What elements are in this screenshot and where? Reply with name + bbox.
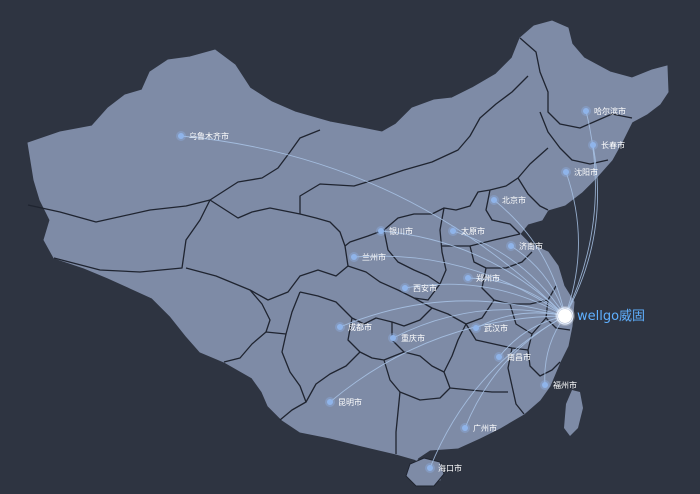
hub-ring <box>556 307 574 325</box>
city-dot <box>583 108 589 114</box>
hub-label: wellgo威固 <box>577 309 645 324</box>
city-dot <box>427 465 433 471</box>
city-dot <box>337 324 343 330</box>
route-chongqing <box>392 309 566 339</box>
city-haikou[interactable]: 海口市 <box>425 463 462 473</box>
city-taiyuan[interactable]: 太原市 <box>448 226 485 236</box>
city-dot <box>542 382 548 388</box>
city-label: 沈阳市 <box>574 167 598 177</box>
city-label: 重庆市 <box>401 333 425 343</box>
route-urumqi <box>180 135 566 317</box>
city-dot <box>378 228 384 234</box>
city-jinan[interactable]: 济南市 <box>506 241 543 251</box>
city-label: 银川市 <box>389 226 413 236</box>
city-dot <box>327 399 333 405</box>
city-shenyang[interactable]: 沈阳市 <box>561 167 598 177</box>
hainan-island <box>405 457 445 487</box>
city-label: 海口市 <box>438 463 462 473</box>
city-harbin[interactable]: 哈尔滨市 <box>581 106 626 116</box>
city-nanchang[interactable]: 南昌市 <box>494 352 531 362</box>
city-dot <box>590 142 596 148</box>
hub-marker[interactable]: wellgo威固 <box>555 306 645 326</box>
city-dot <box>462 425 468 431</box>
city-label: 武汉市 <box>484 323 508 333</box>
city-wuhan[interactable]: 武汉市 <box>471 323 508 333</box>
route-jinan <box>510 245 566 317</box>
city-label: 西安市 <box>413 283 437 293</box>
city-label: 成都市 <box>348 322 372 332</box>
city-label: 太原市 <box>461 226 485 236</box>
route-lines <box>180 110 599 469</box>
city-dot <box>351 254 357 260</box>
taiwan-island <box>564 390 583 436</box>
route-shenyang <box>564 171 579 317</box>
route-changchun <box>564 144 599 317</box>
city-changchun[interactable]: 长春市 <box>588 140 625 150</box>
city-chengdu[interactable]: 成都市 <box>335 322 372 332</box>
city-dot <box>178 133 184 139</box>
city-kunming[interactable]: 昆明市 <box>325 397 362 407</box>
city-urumqi[interactable]: 乌鲁木齐市 <box>176 131 229 141</box>
city-beijing[interactable]: 北京市 <box>489 195 526 205</box>
city-label: 哈尔滨市 <box>594 106 626 116</box>
city-label: 昆明市 <box>338 397 362 407</box>
city-label: 乌鲁木齐市 <box>189 131 229 141</box>
route-xian <box>404 283 566 317</box>
route-taiyuan <box>452 230 566 317</box>
route-zhengzhou <box>467 277 566 317</box>
city-dot <box>491 197 497 203</box>
city-label: 郑州市 <box>476 273 500 283</box>
city-label: 福州市 <box>553 380 577 390</box>
city-dot <box>402 285 408 291</box>
city-dot <box>496 354 502 360</box>
city-dot <box>508 243 514 249</box>
route-beijing <box>493 199 566 317</box>
city-label: 济南市 <box>519 241 543 251</box>
route-lanzhou <box>353 255 566 317</box>
city-label: 广州市 <box>473 423 497 433</box>
route-yinchuan <box>380 230 566 317</box>
city-dot <box>563 169 569 175</box>
city-guangzhou[interactable]: 广州市 <box>460 423 497 433</box>
city-dot <box>465 275 471 281</box>
city-zhengzhou[interactable]: 郑州市 <box>463 273 500 283</box>
city-yinchuan[interactable]: 银川市 <box>376 226 413 236</box>
route-haikou <box>429 315 566 469</box>
city-xian[interactable]: 西安市 <box>400 283 437 293</box>
city-label: 北京市 <box>502 195 526 205</box>
city-chongqing[interactable]: 重庆市 <box>388 333 425 343</box>
route-chengdu <box>339 300 566 328</box>
route-harbin <box>564 110 596 317</box>
city-label: 南昌市 <box>507 352 531 362</box>
city-label: 兰州市 <box>362 252 386 262</box>
city-label: 长春市 <box>601 140 625 150</box>
city-dot <box>390 335 396 341</box>
city-dot <box>473 325 479 331</box>
hub-dot <box>558 309 572 323</box>
city-fuzhou[interactable]: 福州市 <box>540 380 577 390</box>
province-borders <box>27 37 633 454</box>
city-dot <box>450 228 456 234</box>
route-kunming <box>329 315 566 403</box>
city-lanzhou[interactable]: 兰州市 <box>349 252 386 262</box>
